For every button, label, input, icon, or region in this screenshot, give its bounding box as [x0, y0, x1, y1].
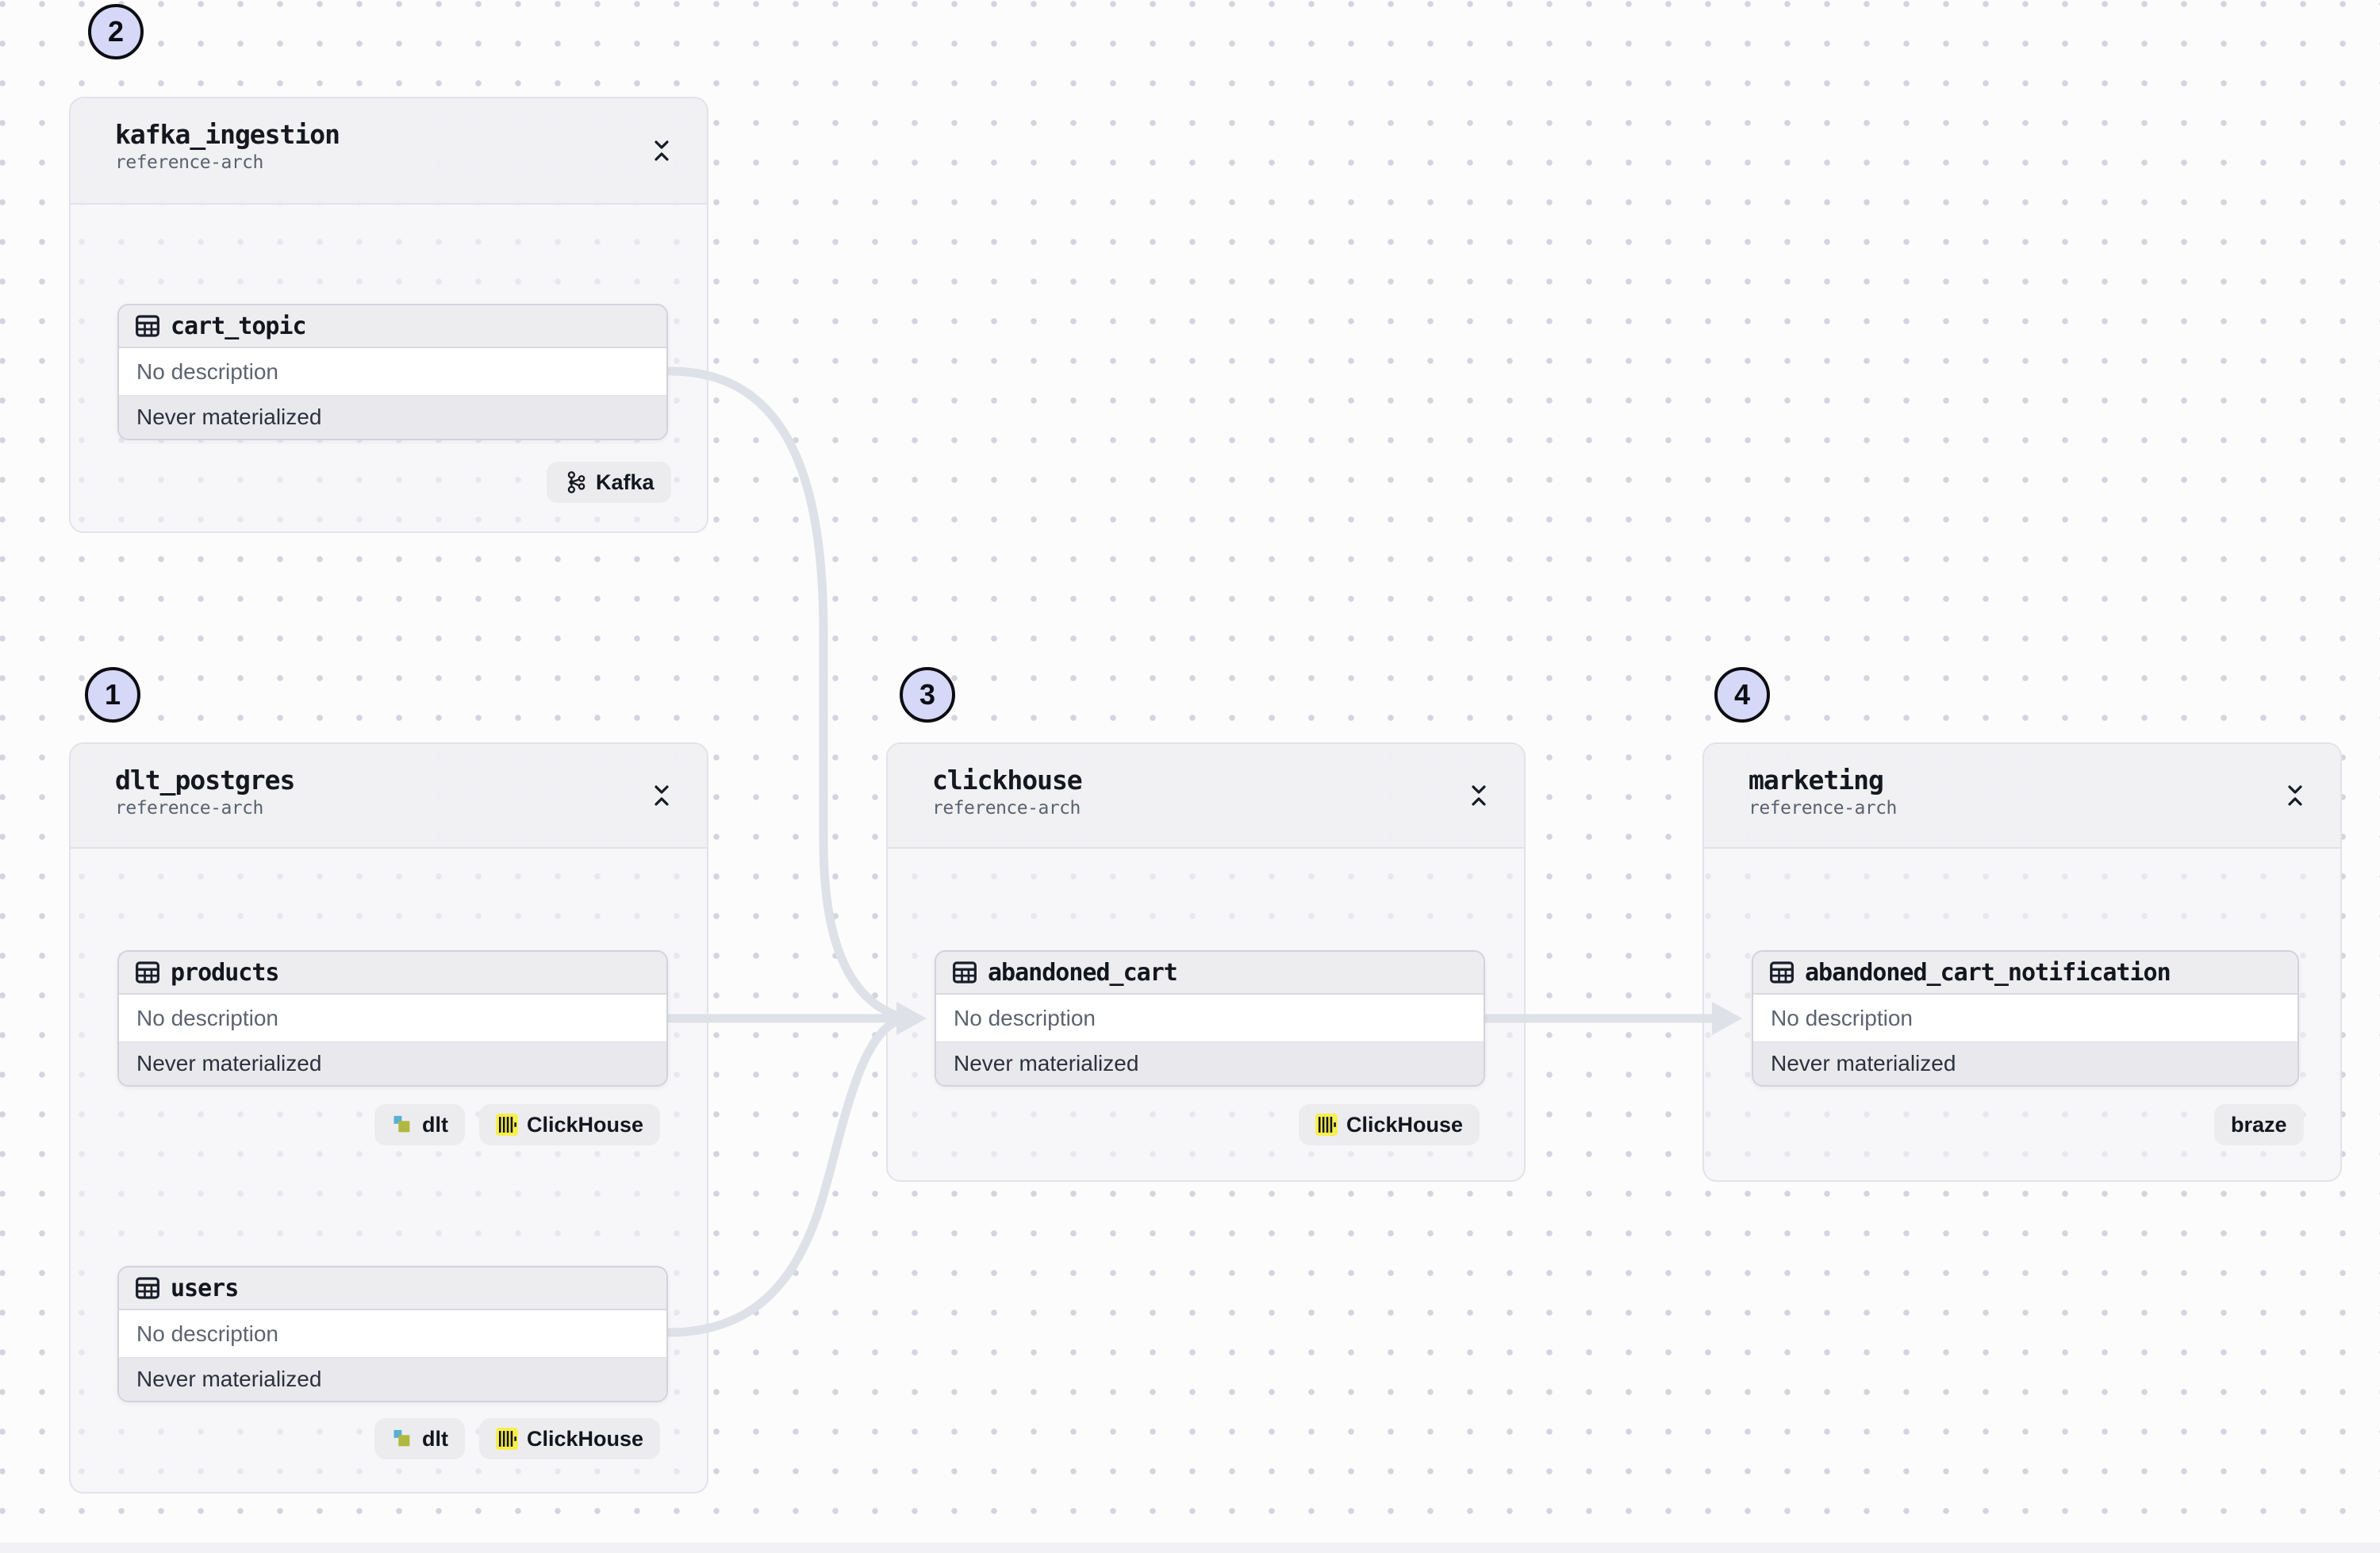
kind-badge-clickhouse[interactable]: ClickHouse: [1299, 1104, 1480, 1145]
clickhouse-icon: [496, 1114, 518, 1136]
asset-name: abandoned_cart: [988, 958, 1178, 987]
group-title: marketing: [1749, 765, 1884, 796]
asset-node-users[interactable]: users No description Never materialized: [117, 1266, 668, 1402]
collapse-vertical-icon: [2286, 783, 2305, 808]
table-icon: [952, 960, 977, 985]
step-number: 1: [104, 678, 121, 711]
asset-name-row: abandoned_cart_notification: [1753, 952, 2297, 995]
dlt-icon: [391, 1114, 413, 1136]
asset-description: No description: [119, 995, 666, 1041]
step-number: 3: [919, 678, 936, 711]
asset-name-row: abandoned_cart: [936, 952, 1484, 995]
group-subtitle: reference-arch: [115, 798, 263, 819]
kafka-icon: [563, 470, 587, 494]
asset-status: Never materialized: [936, 1041, 1484, 1085]
group-header-kafka-ingestion: kafka_ingestion reference-arch: [71, 98, 707, 205]
step-marker-2: 2: [88, 4, 144, 59]
kind-badge-dlt[interactable]: dlt: [374, 1418, 465, 1459]
asset-name: abandoned_cart_notification: [1805, 958, 2171, 987]
canvas-bottom-edge: [0, 1543, 2380, 1553]
kind-label: ClickHouse: [1346, 1112, 1464, 1137]
collapse-vertical-icon: [652, 783, 671, 808]
asset-name: users: [171, 1274, 239, 1302]
clickhouse-icon: [1315, 1114, 1338, 1136]
collapse-vertical-icon: [652, 138, 671, 163]
kind-label: braze: [2231, 1112, 2287, 1137]
dlt-icon: [391, 1428, 413, 1450]
asset-description: No description: [119, 348, 666, 395]
group-header-marketing: marketing reference-arch: [1704, 744, 2340, 849]
kind-badge-braze[interactable]: braze: [2214, 1104, 2304, 1145]
group-subtitle: reference-arch: [115, 152, 263, 173]
group-title: kafka_ingestion: [115, 119, 340, 150]
asset-node-cart-topic[interactable]: cart_topic No description Never material…: [117, 304, 668, 440]
step-marker-4: 4: [1714, 667, 1770, 723]
group-title: clickhouse: [932, 765, 1083, 796]
asset-description: No description: [936, 995, 1484, 1041]
asset-name-row: products: [119, 952, 666, 995]
collapse-group-button[interactable]: [1465, 780, 1492, 811]
asset-status: Never materialized: [1753, 1041, 2297, 1085]
step-marker-3: 3: [900, 667, 955, 723]
asset-name: products: [171, 958, 279, 987]
kind-label: dlt: [422, 1112, 448, 1137]
asset-status: Never materialized: [119, 1041, 666, 1085]
table-icon: [135, 313, 160, 339]
kind-badge-dlt[interactable]: dlt: [374, 1104, 465, 1145]
kind-label: ClickHouse: [527, 1426, 644, 1451]
step-number: 4: [1733, 678, 1751, 711]
kind-label: ClickHouse: [527, 1112, 644, 1137]
collapse-group-button[interactable]: [2282, 780, 2309, 811]
step-marker-1: 1: [85, 667, 140, 723]
group-header-dlt-postgres: dlt_postgres reference-arch: [71, 744, 707, 849]
group-header-clickhouse: clickhouse reference-arch: [888, 744, 1524, 849]
kind-badge-clickhouse[interactable]: ClickHouse: [479, 1418, 661, 1459]
asset-status: Never materialized: [119, 1357, 666, 1401]
collapse-group-button[interactable]: [648, 780, 675, 811]
asset-description: No description: [119, 1310, 666, 1357]
table-icon: [135, 1275, 160, 1301]
asset-node-products[interactable]: products No description Never materializ…: [117, 950, 668, 1087]
asset-name-row: cart_topic: [119, 305, 666, 348]
collapse-group-button[interactable]: [648, 135, 675, 167]
asset-node-abandoned-cart[interactable]: abandoned_cart No description Never mate…: [935, 950, 1485, 1087]
kind-badge-kafka[interactable]: Kafka: [547, 462, 671, 503]
asset-description: No description: [1753, 995, 2297, 1041]
kind-label: dlt: [422, 1426, 448, 1451]
step-number: 2: [107, 15, 125, 48]
asset-name-row: users: [119, 1267, 666, 1310]
group-subtitle: reference-arch: [1749, 798, 1897, 819]
group-subtitle: reference-arch: [932, 798, 1081, 819]
kind-label: Kafka: [596, 470, 654, 494]
asset-status: Never materialized: [119, 395, 666, 439]
collapse-vertical-icon: [1469, 783, 1488, 808]
kind-badge-clickhouse[interactable]: ClickHouse: [479, 1104, 661, 1145]
clickhouse-icon: [496, 1428, 518, 1450]
table-icon: [1769, 960, 1795, 985]
asset-node-abandoned-cart-notification[interactable]: abandoned_cart_notification No descripti…: [1752, 950, 2299, 1087]
table-icon: [135, 960, 160, 985]
group-title: dlt_postgres: [115, 765, 295, 796]
asset-name: cart_topic: [171, 312, 307, 340]
